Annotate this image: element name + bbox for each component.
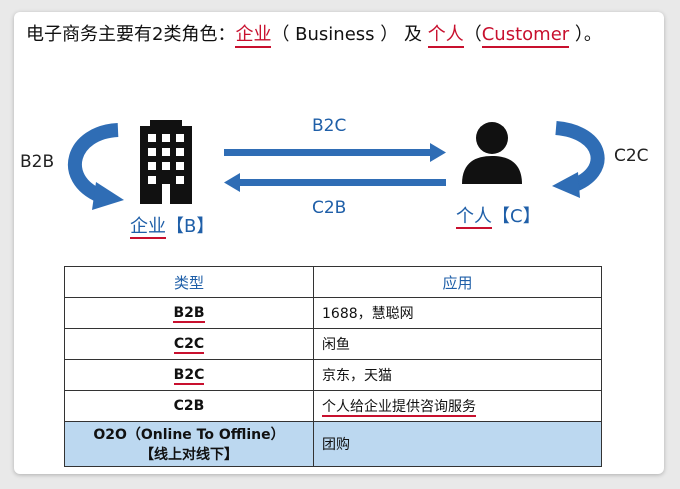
- app-cell-o2o: 团购: [313, 421, 602, 467]
- page-title: 电子商务主要有2类角色：企业（ Business ） 及 个人（Customer…: [26, 20, 602, 48]
- table-header-row: 类型 应用: [64, 266, 602, 298]
- table-row: C2B 个人给企业提供咨询服务: [64, 390, 602, 422]
- type-cell: C2B: [64, 390, 314, 422]
- type-b2b: B2B: [173, 305, 205, 323]
- b2c-label: B2C: [312, 116, 347, 136]
- type-c2c: C2C: [173, 336, 205, 354]
- title-prefix: 电子商务主要有2类角色：: [26, 24, 236, 45]
- b2c-arrowhead: [430, 143, 446, 162]
- c2c-label: C2C: [614, 146, 649, 166]
- b2b-loop-arrow: [67, 123, 119, 203]
- title-customer-en: Customer: [481, 24, 570, 48]
- table-row: B2B 1688，慧聪网: [64, 297, 602, 329]
- title-customer-close: ）。: [569, 24, 602, 45]
- c2c-loop-arrow: [555, 121, 605, 193]
- title-business-cn: 企业: [235, 24, 272, 48]
- enterprise-tag: 【B】: [166, 216, 215, 237]
- o2o-type-line1: O2O（Online To Offline）: [93, 427, 285, 443]
- title-customer-cn: 个人: [427, 24, 464, 48]
- app-c2b: 个人给企业提供咨询服务: [322, 399, 476, 417]
- c2c-arrowhead: [552, 172, 580, 198]
- person-icon: [462, 122, 522, 184]
- building-icon: [140, 120, 192, 204]
- enterprise-label: 企业【B】: [130, 212, 215, 239]
- person-label: 个人【C】: [456, 202, 541, 229]
- b2b-label: B2B: [20, 152, 55, 172]
- title-customer-open: （: [463, 24, 482, 45]
- app-cell: 个人给企业提供咨询服务: [313, 390, 602, 422]
- title-and: 及: [398, 24, 428, 45]
- role-table: 类型 应用 B2B 1688，慧聪网 C2C 闲鱼 B2C 京东，天猫 C2B …: [64, 266, 602, 467]
- app-cell: 1688，慧聪网: [313, 297, 602, 329]
- type-cell-o2o: O2O（Online To Offline） 【线上对线下】: [64, 421, 314, 467]
- enterprise-cn: 企业: [130, 216, 166, 239]
- o2o-type-line2: 【线上对线下】: [140, 447, 238, 463]
- table-row: B2C 京东，天猫: [64, 359, 602, 391]
- type-cell: C2C: [64, 328, 314, 360]
- app-cell: 京东，天猫: [313, 359, 602, 391]
- header-type: 类型: [64, 266, 314, 298]
- title-business-en: （ Business ）: [271, 24, 399, 45]
- table-row: C2C 闲鱼: [64, 328, 602, 360]
- c2b-arrowhead: [224, 173, 240, 192]
- table-row-o2o: O2O（Online To Offline） 【线上对线下】 团购: [64, 421, 602, 467]
- person-tag: 【C】: [492, 206, 541, 227]
- type-cell: B2B: [64, 297, 314, 329]
- b2c-arrow-shaft: [224, 149, 432, 156]
- person-cn: 个人: [456, 206, 492, 229]
- app-cell: 闲鱼: [313, 328, 602, 360]
- type-cell: B2C: [64, 359, 314, 391]
- c2b-arrow-shaft: [238, 179, 446, 186]
- type-b2c: B2C: [173, 367, 205, 385]
- b2b-arrowhead: [92, 182, 124, 210]
- header-application: 应用: [313, 266, 602, 298]
- c2b-label: C2B: [312, 198, 347, 218]
